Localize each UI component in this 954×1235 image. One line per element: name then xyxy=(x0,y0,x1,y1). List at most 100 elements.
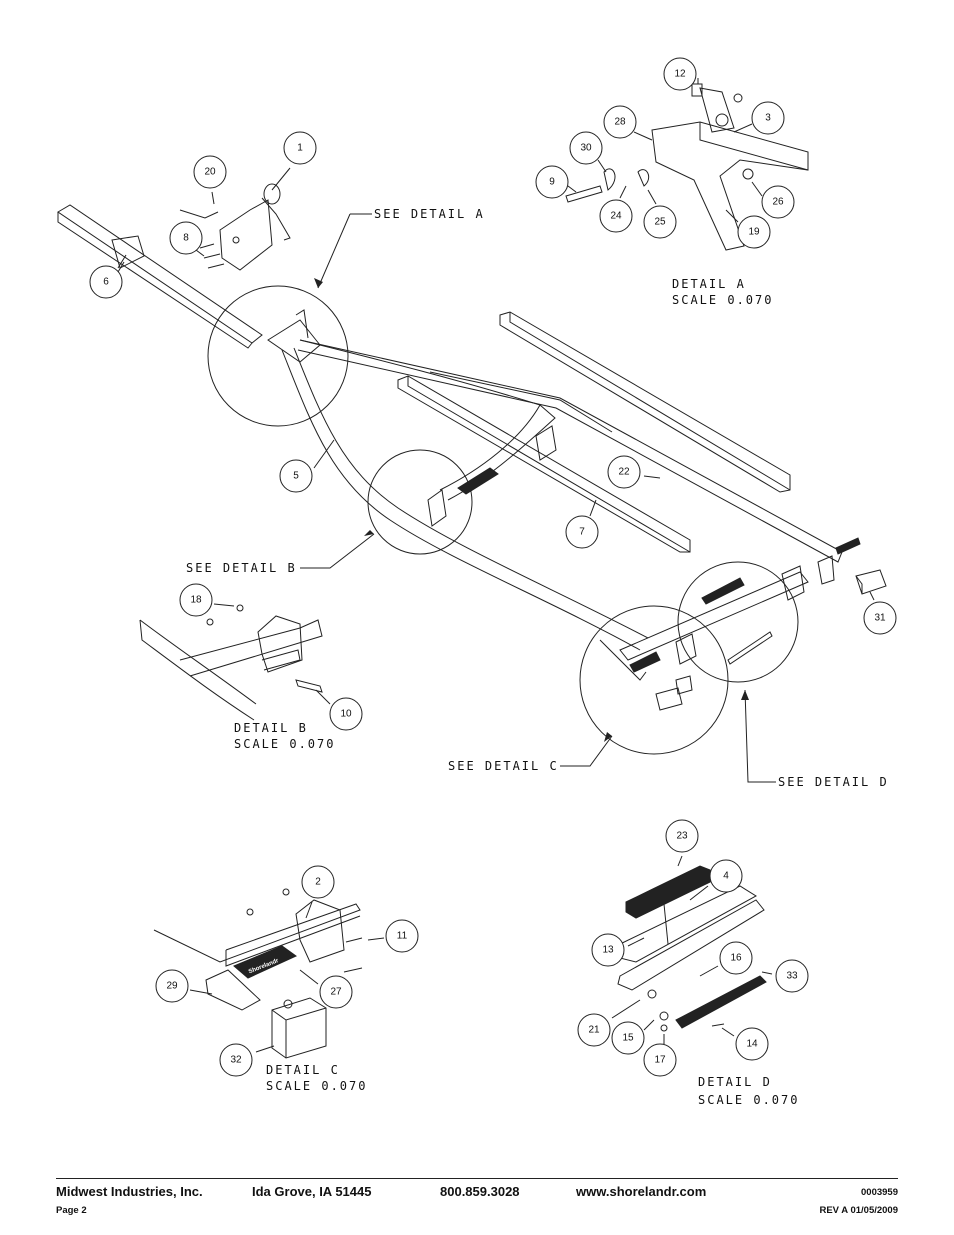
callout-18: 18 xyxy=(179,583,235,617)
detail-a-scale: SCALE 0.070 xyxy=(672,293,773,307)
callout-number: 30 xyxy=(580,143,592,154)
see-detail-c-label: SEE DETAIL C xyxy=(448,759,559,773)
callout-leader xyxy=(211,191,215,205)
callout-22: 22 xyxy=(607,455,661,489)
callout-circle xyxy=(565,515,599,549)
page-number: Page 2 xyxy=(56,1205,87,1216)
callout-33: 33 xyxy=(761,959,809,993)
callout-circle xyxy=(737,215,771,249)
callout-5: 5 xyxy=(279,439,335,493)
callout-23: 23 xyxy=(665,819,699,867)
callout-leader xyxy=(643,475,661,479)
callout-number: 19 xyxy=(748,227,760,238)
see-detail-b-leader xyxy=(300,533,375,569)
callout-circle xyxy=(591,933,625,967)
callout-number: 2 xyxy=(315,877,321,888)
callout-27: 27 xyxy=(299,969,353,1009)
callout-10: 10 xyxy=(315,689,363,731)
frame-brackets xyxy=(427,425,835,665)
callout-3: 3 xyxy=(733,101,785,135)
callout-19: 19 xyxy=(725,209,771,249)
company-city: Ida Grove, IA 51445 xyxy=(252,1184,372,1199)
callout-leader xyxy=(689,885,709,901)
callout-number: 28 xyxy=(614,117,626,128)
callout-number: 17 xyxy=(654,1055,666,1066)
callout-number: 1 xyxy=(297,143,303,154)
company-website[interactable]: www.shorelandr.com xyxy=(576,1184,707,1199)
revision-date: REV A 01/05/2009 xyxy=(819,1205,898,1216)
callout-circle xyxy=(329,697,363,731)
detail-d-circle xyxy=(677,561,799,683)
callout-circle xyxy=(599,199,633,233)
detail-c-title: DETAIL C xyxy=(266,1063,340,1077)
callout-circle xyxy=(385,919,419,953)
callout-leader xyxy=(271,167,291,191)
callout-leader xyxy=(117,261,125,273)
callout-6: 6 xyxy=(89,261,125,299)
callout-number: 13 xyxy=(602,945,614,956)
callout-circle xyxy=(569,131,603,165)
callout-leader xyxy=(589,499,597,517)
callout-number: 16 xyxy=(730,953,742,964)
callout-12: 12 xyxy=(663,57,699,91)
callout-leader xyxy=(751,181,763,197)
callout-circle xyxy=(319,975,353,1009)
bunk-board-left xyxy=(397,375,691,553)
callout-30: 30 xyxy=(569,131,607,173)
callout-26: 26 xyxy=(751,181,795,219)
callout-leader xyxy=(597,159,607,173)
detail-c-assembly xyxy=(153,888,363,1059)
callout-number: 22 xyxy=(618,467,630,478)
see-detail-a-leader xyxy=(317,213,372,289)
callout-leader xyxy=(725,209,739,223)
see-detail-c-leader xyxy=(560,735,613,767)
callout-leader xyxy=(213,603,235,607)
callout-circle xyxy=(179,583,213,617)
detail-d-title: DETAIL D xyxy=(698,1075,772,1089)
callout-circle xyxy=(169,221,203,255)
callout-2: 2 xyxy=(301,865,335,919)
callout-24: 24 xyxy=(599,185,633,233)
callout-number: 11 xyxy=(397,931,408,942)
rear-bumper-block xyxy=(655,569,887,711)
detail-b-circle xyxy=(367,449,473,555)
callout-14: 14 xyxy=(721,1027,769,1061)
callout-leader xyxy=(699,965,719,977)
see-detail-b-label: SEE DETAIL B xyxy=(186,561,297,575)
callout-leader xyxy=(733,123,753,133)
callout-1: 1 xyxy=(271,131,317,191)
frame-step-pads xyxy=(457,467,861,673)
callout-4: 4 xyxy=(689,859,743,901)
callout-circle xyxy=(283,131,317,165)
callout-leader xyxy=(195,249,205,257)
callout-15: 15 xyxy=(611,1019,655,1055)
callout-leader xyxy=(189,989,213,995)
callout-number: 4 xyxy=(723,871,729,882)
callout-circle xyxy=(775,959,809,993)
callout-circle xyxy=(735,1027,769,1061)
callout-32: 32 xyxy=(219,1043,275,1077)
callout-leader xyxy=(299,969,319,985)
detail-a-circle xyxy=(207,285,349,427)
callout-31: 31 xyxy=(863,591,897,635)
callout-leader xyxy=(367,937,385,941)
callout-leader xyxy=(627,937,645,947)
company-name: Midwest Industries, Inc. xyxy=(56,1184,203,1199)
callout-circle xyxy=(279,459,313,493)
callout-leader xyxy=(647,189,657,205)
callout-circle xyxy=(643,205,677,239)
callout-circle xyxy=(535,165,569,199)
callout-number: 24 xyxy=(610,211,622,222)
callout-25: 25 xyxy=(643,189,677,239)
callout-circle xyxy=(665,819,699,853)
detail-c-circle xyxy=(579,605,729,755)
detail-a-title: DETAIL A xyxy=(672,277,746,291)
callout-number: 33 xyxy=(786,971,798,982)
winch-assembly xyxy=(179,183,291,271)
callout-number: 25 xyxy=(654,217,666,228)
callout-circle xyxy=(751,101,785,135)
callout-9: 9 xyxy=(535,165,577,199)
callout-number: 29 xyxy=(166,981,178,992)
callout-number: 27 xyxy=(330,987,342,998)
